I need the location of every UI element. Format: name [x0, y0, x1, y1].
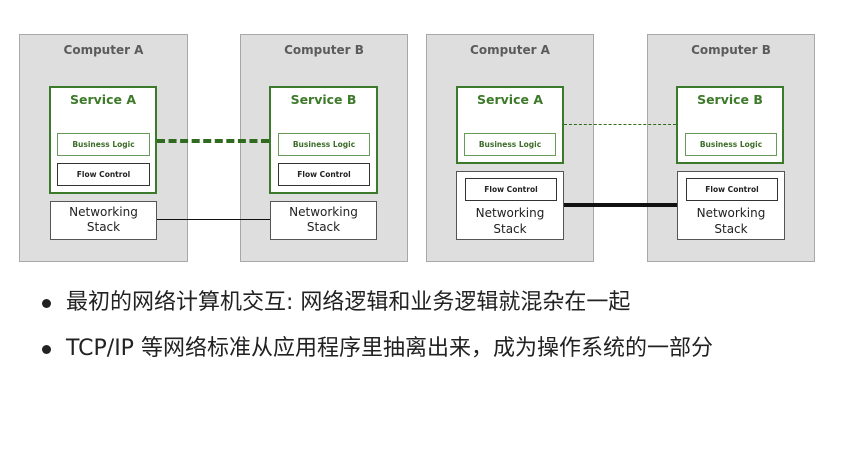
networking-stack-box: Networking Stack: [50, 201, 157, 240]
computer-a-title: Computer A: [470, 43, 550, 57]
flow-control-box: Flow Control: [686, 178, 778, 201]
bullet-dot-icon: [42, 345, 51, 354]
business-logic-box: Business Logic: [464, 133, 556, 156]
bullet-text: 最初的网络计算机交互: 网络逻辑和业务逻辑就混杂在一起: [66, 290, 631, 315]
service-a-title: Service A: [477, 92, 543, 107]
physical-link: [157, 219, 270, 220]
service-a-title: Service A: [70, 92, 136, 107]
logical-link-dashed: [564, 124, 676, 125]
stack-label: Stack: [86, 220, 121, 234]
physical-link-thick: [564, 203, 677, 207]
networking-label: Networking: [289, 205, 358, 219]
networking-label: Networking: [475, 206, 545, 220]
business-logic-box: Business Logic: [278, 133, 370, 156]
computer-b-title: Computer B: [691, 43, 771, 57]
networking-label: Networking: [69, 205, 138, 219]
flow-control-box: Flow Control: [278, 163, 370, 186]
logical-link-dashed: [157, 139, 269, 143]
bullet-item: TCP/IP 等网络标准从应用程序里抽离出来，成为操作系统的一部分: [38, 330, 828, 368]
bullet-list: 最初的网络计算机交互: 网络逻辑和业务逻辑就混杂在一起 TCP/IP 等网络标准…: [38, 284, 828, 368]
networking-label: Networking: [696, 206, 766, 220]
stack-label: Stack: [493, 222, 527, 236]
business-logic-box: Business Logic: [685, 133, 777, 156]
stack-label: Stack: [714, 222, 748, 236]
networking-stack-box: Flow Control Networking Stack: [456, 171, 564, 240]
bullet-text: TCP/IP 等网络标准从应用程序里抽离出来，成为操作系统的一部分: [66, 336, 713, 361]
business-logic-box: Business Logic: [57, 133, 150, 156]
networking-stack-box: Flow Control Networking Stack: [677, 171, 785, 240]
service-b-title: Service B: [697, 92, 763, 107]
flow-control-box: Flow Control: [57, 163, 150, 186]
stack-label: Stack: [306, 220, 341, 234]
service-b-title: Service B: [290, 92, 357, 107]
bullet-dot-icon: [42, 299, 51, 308]
networking-stack-box: Networking Stack: [270, 201, 377, 240]
flow-control-box: Flow Control: [465, 178, 557, 201]
computer-a-title: Computer A: [63, 43, 144, 57]
bullet-item: 最初的网络计算机交互: 网络逻辑和业务逻辑就混杂在一起: [38, 284, 828, 322]
computer-b-title: Computer B: [284, 43, 364, 57]
